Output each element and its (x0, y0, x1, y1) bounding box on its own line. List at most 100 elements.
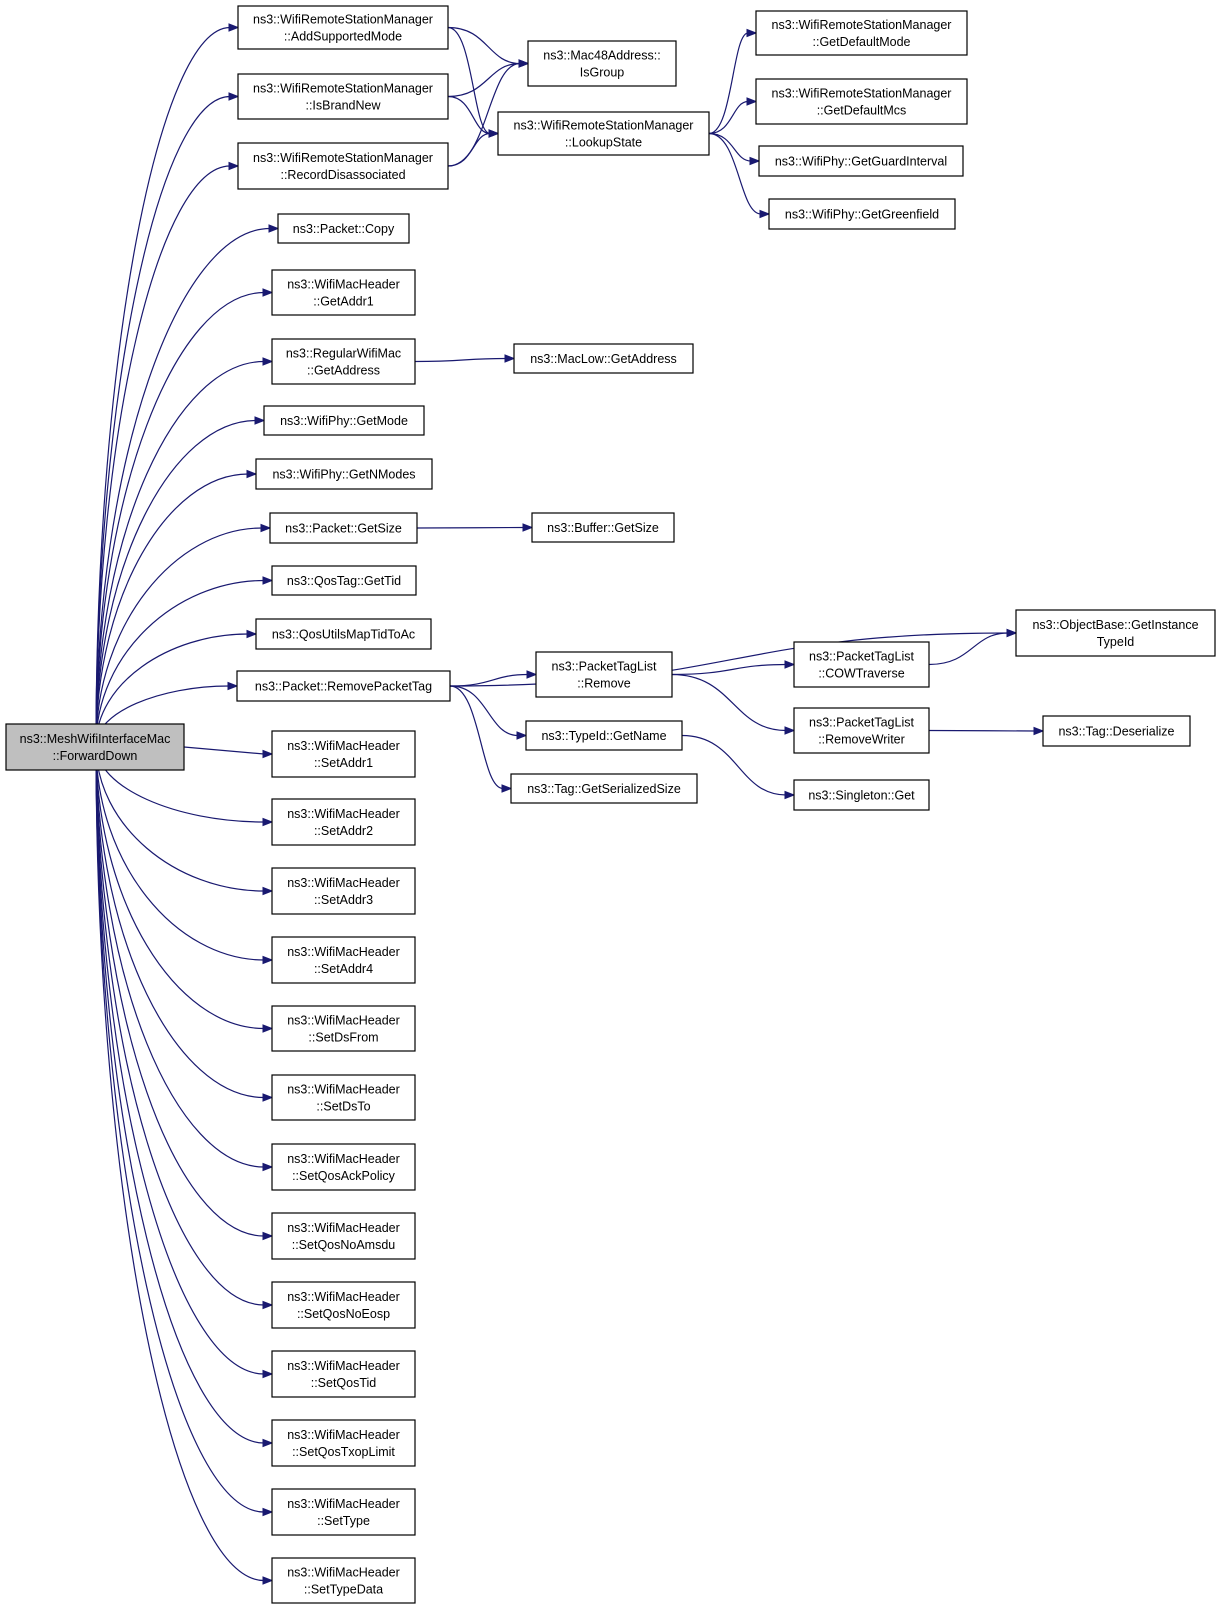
node-label: IsGroup (580, 66, 625, 80)
node-set-type[interactable]: ns3::WifiMacHeader::SetType (271, 1488, 416, 1536)
edge-line (95, 744, 265, 1099)
node-box (513, 343, 694, 374)
edge-typeIdGetName-to-singletonGet (681, 734, 796, 800)
edge-line (708, 100, 749, 135)
node-qos-map[interactable]: ns3::QosUtilsMapTidToAc (255, 618, 432, 650)
node-label: ns3::PacketTagList (809, 716, 914, 730)
node-set-addr4[interactable]: ns3::WifiMacHeader::SetAddr4 (271, 936, 416, 984)
edge-line (708, 32, 749, 135)
node-get-default-mode[interactable]: ns3::WifiRemoteStationManager::GetDefaul… (755, 10, 968, 56)
edge-addSupportedMode-to-lookupState (447, 26, 500, 138)
node-remove-packet-tag[interactable]: ns3::Packet::RemovePacketTag (236, 670, 451, 702)
node-box (793, 707, 930, 754)
node-label: ::SetDsTo (316, 1100, 370, 1114)
node-set-addr3[interactable]: ns3::WifiMacHeader::SetAddr3 (271, 867, 416, 915)
arrowhead-icon (518, 59, 530, 68)
node-label: ns3::WifiMacHeader (287, 807, 400, 821)
edge-line (95, 744, 265, 1168)
node-is-group[interactable]: ns3::Mac48Address::IsGroup (527, 40, 677, 87)
node-is-brand-new[interactable]: ns3::WifiRemoteStationManager::IsBrandNe… (237, 73, 449, 120)
node-type-id-get-name[interactable]: ns3::TypeId::GetName (525, 720, 683, 751)
node-set-qos-txop-limit[interactable]: ns3::WifiMacHeader::SetQosTxopLimit (271, 1419, 416, 1467)
node-box (271, 1488, 416, 1536)
node-label: ns3::Tag::Deserialize (1058, 725, 1174, 739)
edge-cowTraverse-to-objectBase (928, 628, 1018, 666)
node-get-greenfield[interactable]: ns3::WifiPhy::GetGreenfield (768, 198, 956, 230)
node-label: ::SetAddr3 (314, 893, 373, 907)
edge-removePacketTag-to-typeIdGetName (449, 685, 528, 740)
edge-root-to-qosMap (95, 629, 258, 746)
arrowhead-icon (262, 1024, 274, 1033)
node-box (497, 111, 710, 156)
node-set-addr1[interactable]: ns3::WifiMacHeader::SetAddr1 (271, 730, 416, 778)
node-root[interactable]: ns3::MeshWifiInterfaceMac::ForwardDown (5, 723, 185, 771)
node-get-default-mcs[interactable]: ns3::WifiRemoteStationManager::GetDefaul… (755, 78, 968, 125)
node-set-type-data[interactable]: ns3::WifiMacHeader::SetTypeData (271, 1557, 416, 1604)
node-tag-deserialize[interactable]: ns3::Tag::Deserialize (1042, 715, 1191, 747)
node-set-ds-to[interactable]: ns3::WifiMacHeader::SetDsTo (271, 1074, 416, 1121)
node-lookup-state[interactable]: ns3::WifiRemoteStationManager::LookupSta… (497, 111, 710, 156)
edge-root-to-setQosNoAmsdu (95, 744, 274, 1241)
arrowhead-icon (516, 731, 528, 740)
node-tag-get-serialized-size[interactable]: ns3::Tag::GetSerializedSize (510, 773, 698, 804)
node-box (271, 798, 416, 846)
arrowhead-icon (784, 790, 796, 800)
node-box (237, 73, 449, 120)
node-set-qos-tid[interactable]: ns3::WifiMacHeader::SetQosTid (271, 1350, 416, 1398)
node-get-n-modes[interactable]: ns3::WifiPhy::GetNModes (255, 458, 433, 490)
edge-recordDisassociated-to-lookupState (447, 129, 500, 167)
edge-line (671, 663, 787, 676)
node-box (531, 512, 675, 543)
node-box (237, 142, 449, 190)
edge-lookupState-to-getGreenfield (708, 132, 771, 219)
edge-line (449, 685, 504, 790)
node-set-addr2[interactable]: ns3::WifiMacHeader::SetAddr2 (271, 798, 416, 846)
node-set-ds-from[interactable]: ns3::WifiMacHeader::SetDsFrom (271, 1005, 416, 1052)
node-packet-copy[interactable]: ns3::Packet::Copy (277, 213, 410, 244)
node-regular-get-address[interactable]: ns3::RegularWifiMac::GetAddress (271, 338, 416, 385)
node-set-qos-no-eosp[interactable]: ns3::WifiMacHeader::SetQosNoEosp (271, 1281, 416, 1329)
edge-root-to-getMode (95, 416, 266, 746)
node-qos-get-tid[interactable]: ns3::QosTag::GetTid (271, 565, 417, 596)
node-label: ns3::Singleton::Get (808, 789, 915, 803)
edge-line (95, 744, 265, 1375)
node-label: ::COWTraverse (818, 667, 904, 681)
node-cow-traverse[interactable]: ns3::PacketTagList::COWTraverse (793, 641, 930, 688)
node-label: ns3::WifiMacHeader (287, 1497, 400, 1511)
node-label: ::SetQosNoAmsdu (292, 1238, 396, 1252)
arrowhead-icon (746, 97, 758, 106)
node-label: ::GetAddress (307, 364, 380, 378)
node-mac-low-get-address[interactable]: ns3::MacLow::GetAddress (513, 343, 694, 374)
node-packet-get-size[interactable]: ns3::Packet::GetSize (269, 512, 418, 544)
node-label: ::SetAddr1 (314, 756, 373, 770)
arrowhead-icon (262, 1438, 274, 1448)
node-get-guard-interval[interactable]: ns3::WifiPhy::GetGuardInterval (758, 145, 964, 177)
arrowhead-icon (227, 681, 239, 691)
edge-line (447, 62, 521, 98)
node-ptl-remove[interactable]: ns3::PacketTagList::Remove (535, 651, 673, 698)
arrowhead-icon (254, 416, 266, 425)
edge-removePacketTag-to-tagGetSerializedSize (449, 685, 513, 793)
node-label: ns3::WifiRemoteStationManager (253, 82, 433, 96)
node-label: ns3::WifiRemoteStationManager (514, 119, 694, 133)
node-singleton-get[interactable]: ns3::Singleton::Get (793, 779, 930, 811)
arrowhead-icon (260, 523, 272, 533)
node-box (271, 1074, 416, 1121)
node-box (255, 458, 433, 490)
node-get-mode[interactable]: ns3::WifiPhy::GetMode (263, 405, 425, 436)
node-record-disassociated[interactable]: ns3::WifiRemoteStationManager::RecordDis… (237, 142, 449, 190)
node-buffer-get-size[interactable]: ns3::Buffer::GetSize (531, 512, 675, 543)
node-add-supported-mode[interactable]: ns3::WifiRemoteStationManager::AddSuppor… (237, 5, 449, 50)
node-set-qos-no-amsdu[interactable]: ns3::WifiMacHeader::SetQosNoAmsdu (271, 1212, 416, 1260)
node-remove-writer[interactable]: ns3::PacketTagList::RemoveWriter (793, 707, 930, 754)
node-box (271, 565, 417, 596)
node-label: ::GetAddr1 (313, 295, 373, 309)
node-label: ns3::Packet::RemovePacketTag (255, 680, 432, 694)
node-label: ns3::Buffer::GetSize (547, 521, 659, 535)
node-set-qos-ack-policy[interactable]: ns3::WifiMacHeader::SetQosAckPolicy (271, 1143, 416, 1191)
edge-line (449, 673, 529, 687)
node-box (271, 730, 416, 778)
node-get-addr1[interactable]: ns3::WifiMacHeader::GetAddr1 (271, 269, 416, 316)
node-label: ns3::Packet::GetSize (285, 522, 402, 536)
